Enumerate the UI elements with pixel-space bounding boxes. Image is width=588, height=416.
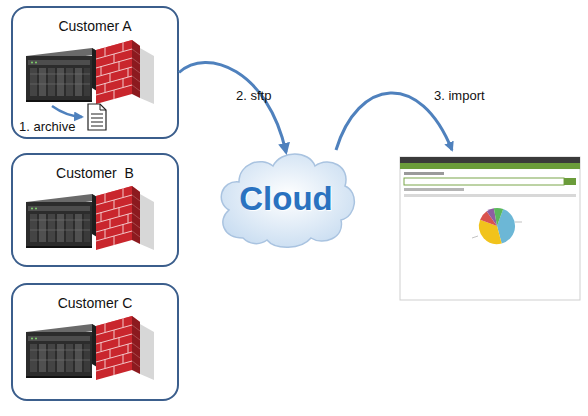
edge-label: 2. sftp <box>236 88 271 103</box>
cloud-shape: Cloud <box>213 146 359 250</box>
customer-box: Customer C <box>11 283 179 401</box>
transfer-arrow <box>179 62 286 152</box>
document-icon <box>88 104 106 130</box>
step-label: 3. import <box>434 88 485 103</box>
step-label: 1. archive <box>19 119 75 134</box>
customer-name: Customer A <box>13 18 177 34</box>
customer-name: Customer C <box>13 295 177 311</box>
customer-name: Customer B <box>13 165 177 181</box>
customer-a-equipment <box>26 40 154 104</box>
customer-box: Customer B <box>11 153 179 267</box>
customer-b-equipment <box>26 186 154 250</box>
search-screenshot <box>400 157 580 300</box>
cloud-label: Cloud <box>213 180 359 218</box>
archive-arrow <box>52 106 82 117</box>
customer-c-equipment <box>26 316 154 380</box>
